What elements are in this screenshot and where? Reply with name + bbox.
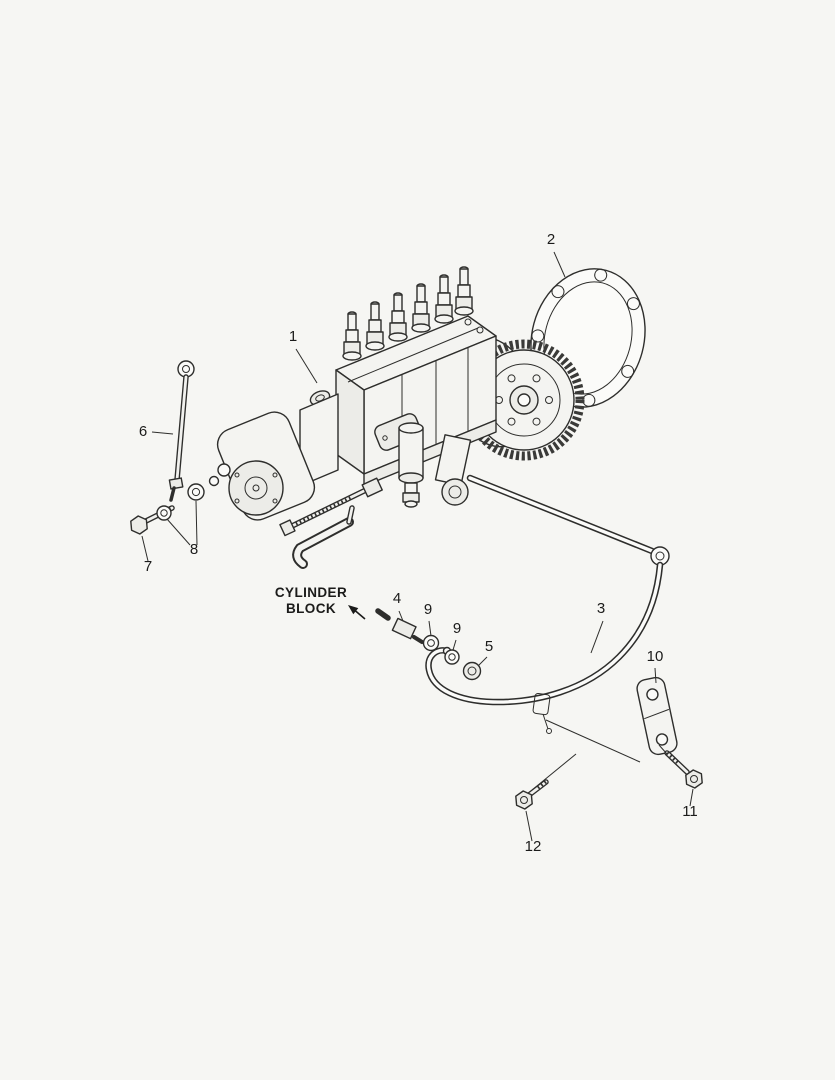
- callout-6: 6: [139, 423, 147, 440]
- callout-2: 2: [547, 231, 555, 248]
- bolt-11-drawing: [664, 750, 703, 789]
- callout-4: 4: [393, 590, 401, 607]
- washer-9a-drawing: [422, 634, 440, 652]
- pipe-clamp: [532, 693, 552, 734]
- pipe-3-drawing: [425, 474, 670, 734]
- projection-lines: [531, 719, 668, 791]
- cylinder-block-label: CYLINDER BLOCK: [275, 585, 366, 620]
- callout-3: 3: [597, 600, 605, 617]
- threaded-rod: [279, 477, 383, 537]
- callouts: 1 2 3 4 5 6 7 8 9 9 10 11 12: [139, 231, 698, 855]
- callout-9a: 9: [424, 601, 432, 618]
- direction-arrow-icon: [348, 605, 366, 620]
- washer-9b-drawing: [444, 649, 460, 665]
- callout-7: 7: [144, 558, 152, 575]
- callout-9b: 9: [453, 620, 461, 637]
- cap-5-drawing: [462, 661, 482, 681]
- handle-bracket: [292, 505, 355, 569]
- bracket-10-drawing: [636, 676, 678, 756]
- injection-pump-drawing: [208, 266, 585, 569]
- governor-housing: [208, 393, 339, 521]
- bolt-12-drawing: [515, 779, 549, 810]
- callout-10: 10: [647, 648, 664, 665]
- leader-lines: [141, 251, 694, 842]
- washers-8-drawing: [156, 483, 205, 521]
- callout-5: 5: [485, 638, 493, 655]
- cylinder-block-label-line2: BLOCK: [286, 601, 336, 616]
- callout-11: 11: [682, 803, 698, 820]
- fuel-feed-pump: [398, 422, 472, 508]
- callout-12: 12: [525, 838, 542, 855]
- cylinder-block-label-line1: CYLINDER: [275, 585, 347, 600]
- pipe-6-drawing: [168, 360, 195, 502]
- callout-8: 8: [190, 541, 198, 558]
- fitting-4-drawing: [375, 608, 424, 644]
- callout-1: 1: [289, 328, 297, 345]
